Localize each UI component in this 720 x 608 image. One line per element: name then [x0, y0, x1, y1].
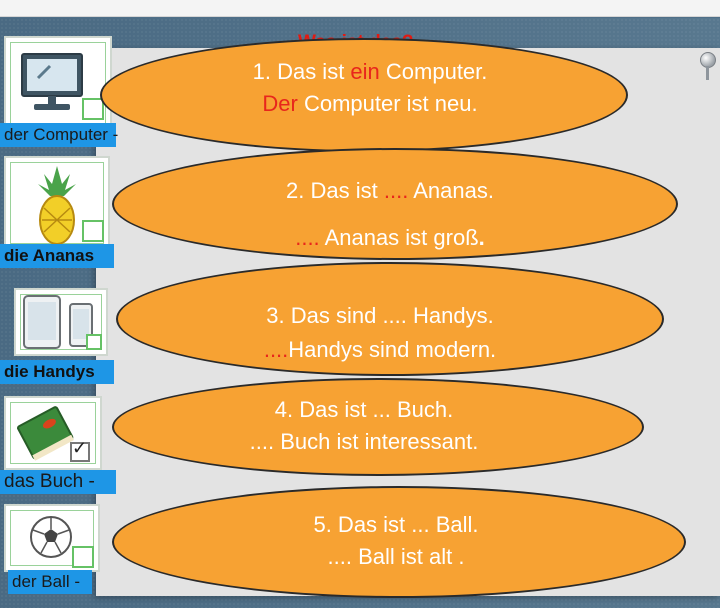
book-icon [17, 406, 74, 461]
sentence-5-line-1: 5. Das ist ... Ball. [313, 512, 479, 537]
sentence-1-line-2: Der Computer ist neu. [262, 91, 478, 116]
card-computer [4, 36, 112, 130]
sentence-bubble-3 [116, 262, 664, 376]
ball-icon [30, 516, 72, 558]
sentence-3-line-2: ....Handys sind modern. [263, 337, 497, 362]
pushpin-stem [706, 66, 709, 80]
sentence-bubble-1 [100, 38, 628, 152]
checkbox[interactable] [82, 98, 104, 120]
checkbox[interactable] [82, 220, 104, 242]
sentence-4-line-2: .... Buch ist interessant. [249, 429, 479, 454]
label-buch: das Buch - [0, 470, 116, 494]
computer-icon [21, 53, 83, 110]
checkbox[interactable] [72, 546, 94, 568]
sentence-bubble-5 [112, 486, 686, 598]
sentence-bubble-2 [112, 148, 678, 260]
card-handys [14, 288, 108, 356]
pineapple-icon [38, 166, 76, 245]
label-ball: der Ball - [8, 570, 92, 594]
sentence-3-line-1: 3. Das sind .... Handys. [266, 303, 494, 328]
sentence-2-line-1: 2. Das ist .... Ananas. [286, 178, 494, 203]
checkbox-checked[interactable] [70, 442, 90, 462]
label-ananas: die Ananas [0, 244, 114, 268]
card-ball [4, 504, 100, 572]
sentence-2-line-2: .... Ananas ist groß. [295, 225, 485, 250]
card-buch: ✓ [4, 396, 102, 470]
top-strip [0, 0, 720, 17]
sentence-4-line-1: 4. Das ist ... Buch. [274, 397, 454, 422]
sentence-1-line-1: 1. Das ist ein Computer. [252, 59, 488, 84]
checkbox[interactable] [86, 334, 102, 350]
label-computer: der Computer - [0, 123, 118, 147]
label-handys: die Handys [0, 360, 114, 384]
checkmark-icon: ✓ [72, 438, 88, 458]
sentence-bubble-4 [112, 378, 644, 476]
card-ananas [4, 156, 110, 250]
sentence-5-line-2: .... Ball ist alt . [327, 544, 465, 569]
